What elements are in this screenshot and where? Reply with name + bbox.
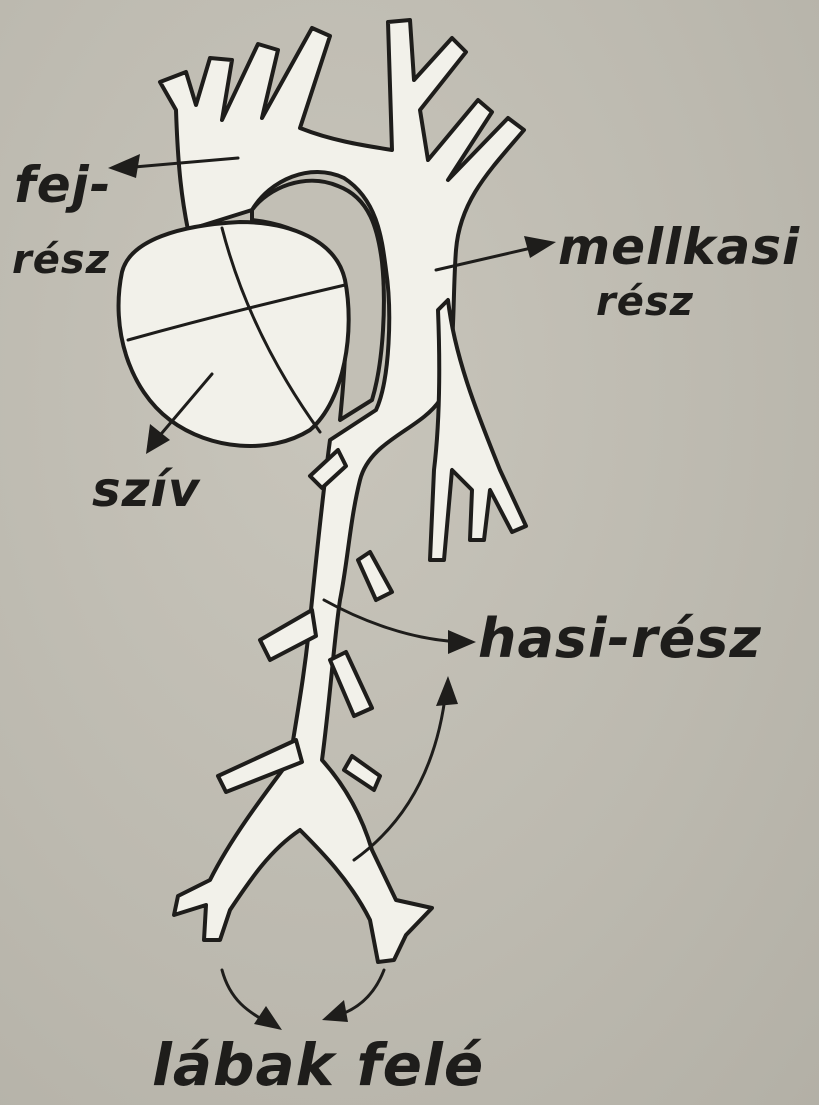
label-mellkasi-resz: rész: [596, 282, 694, 322]
label-hasi-resz: hasi-rész: [478, 612, 762, 666]
arrowhead-hasi-1: [448, 630, 476, 654]
label-fej-resz: rész: [12, 240, 110, 280]
label-fej: fej-: [14, 160, 112, 210]
arrowhead-labak-right: [322, 1000, 348, 1022]
arrowhead-labak-left: [254, 1006, 282, 1030]
label-labak-fele: lábak felé: [152, 1036, 484, 1094]
label-mellkasi: mellkasi: [558, 222, 800, 272]
arrowhead-hasi-2: [436, 676, 458, 706]
branch-6: [344, 756, 380, 790]
branch-2: [358, 552, 392, 600]
branch-thoracic: [430, 300, 526, 560]
arrowhead-mellkasi: [524, 236, 556, 258]
arrowhead-fej: [108, 154, 140, 178]
arrow-hasi-1: [324, 600, 462, 642]
label-sziv: szív: [92, 466, 200, 514]
branch-4: [330, 652, 372, 716]
